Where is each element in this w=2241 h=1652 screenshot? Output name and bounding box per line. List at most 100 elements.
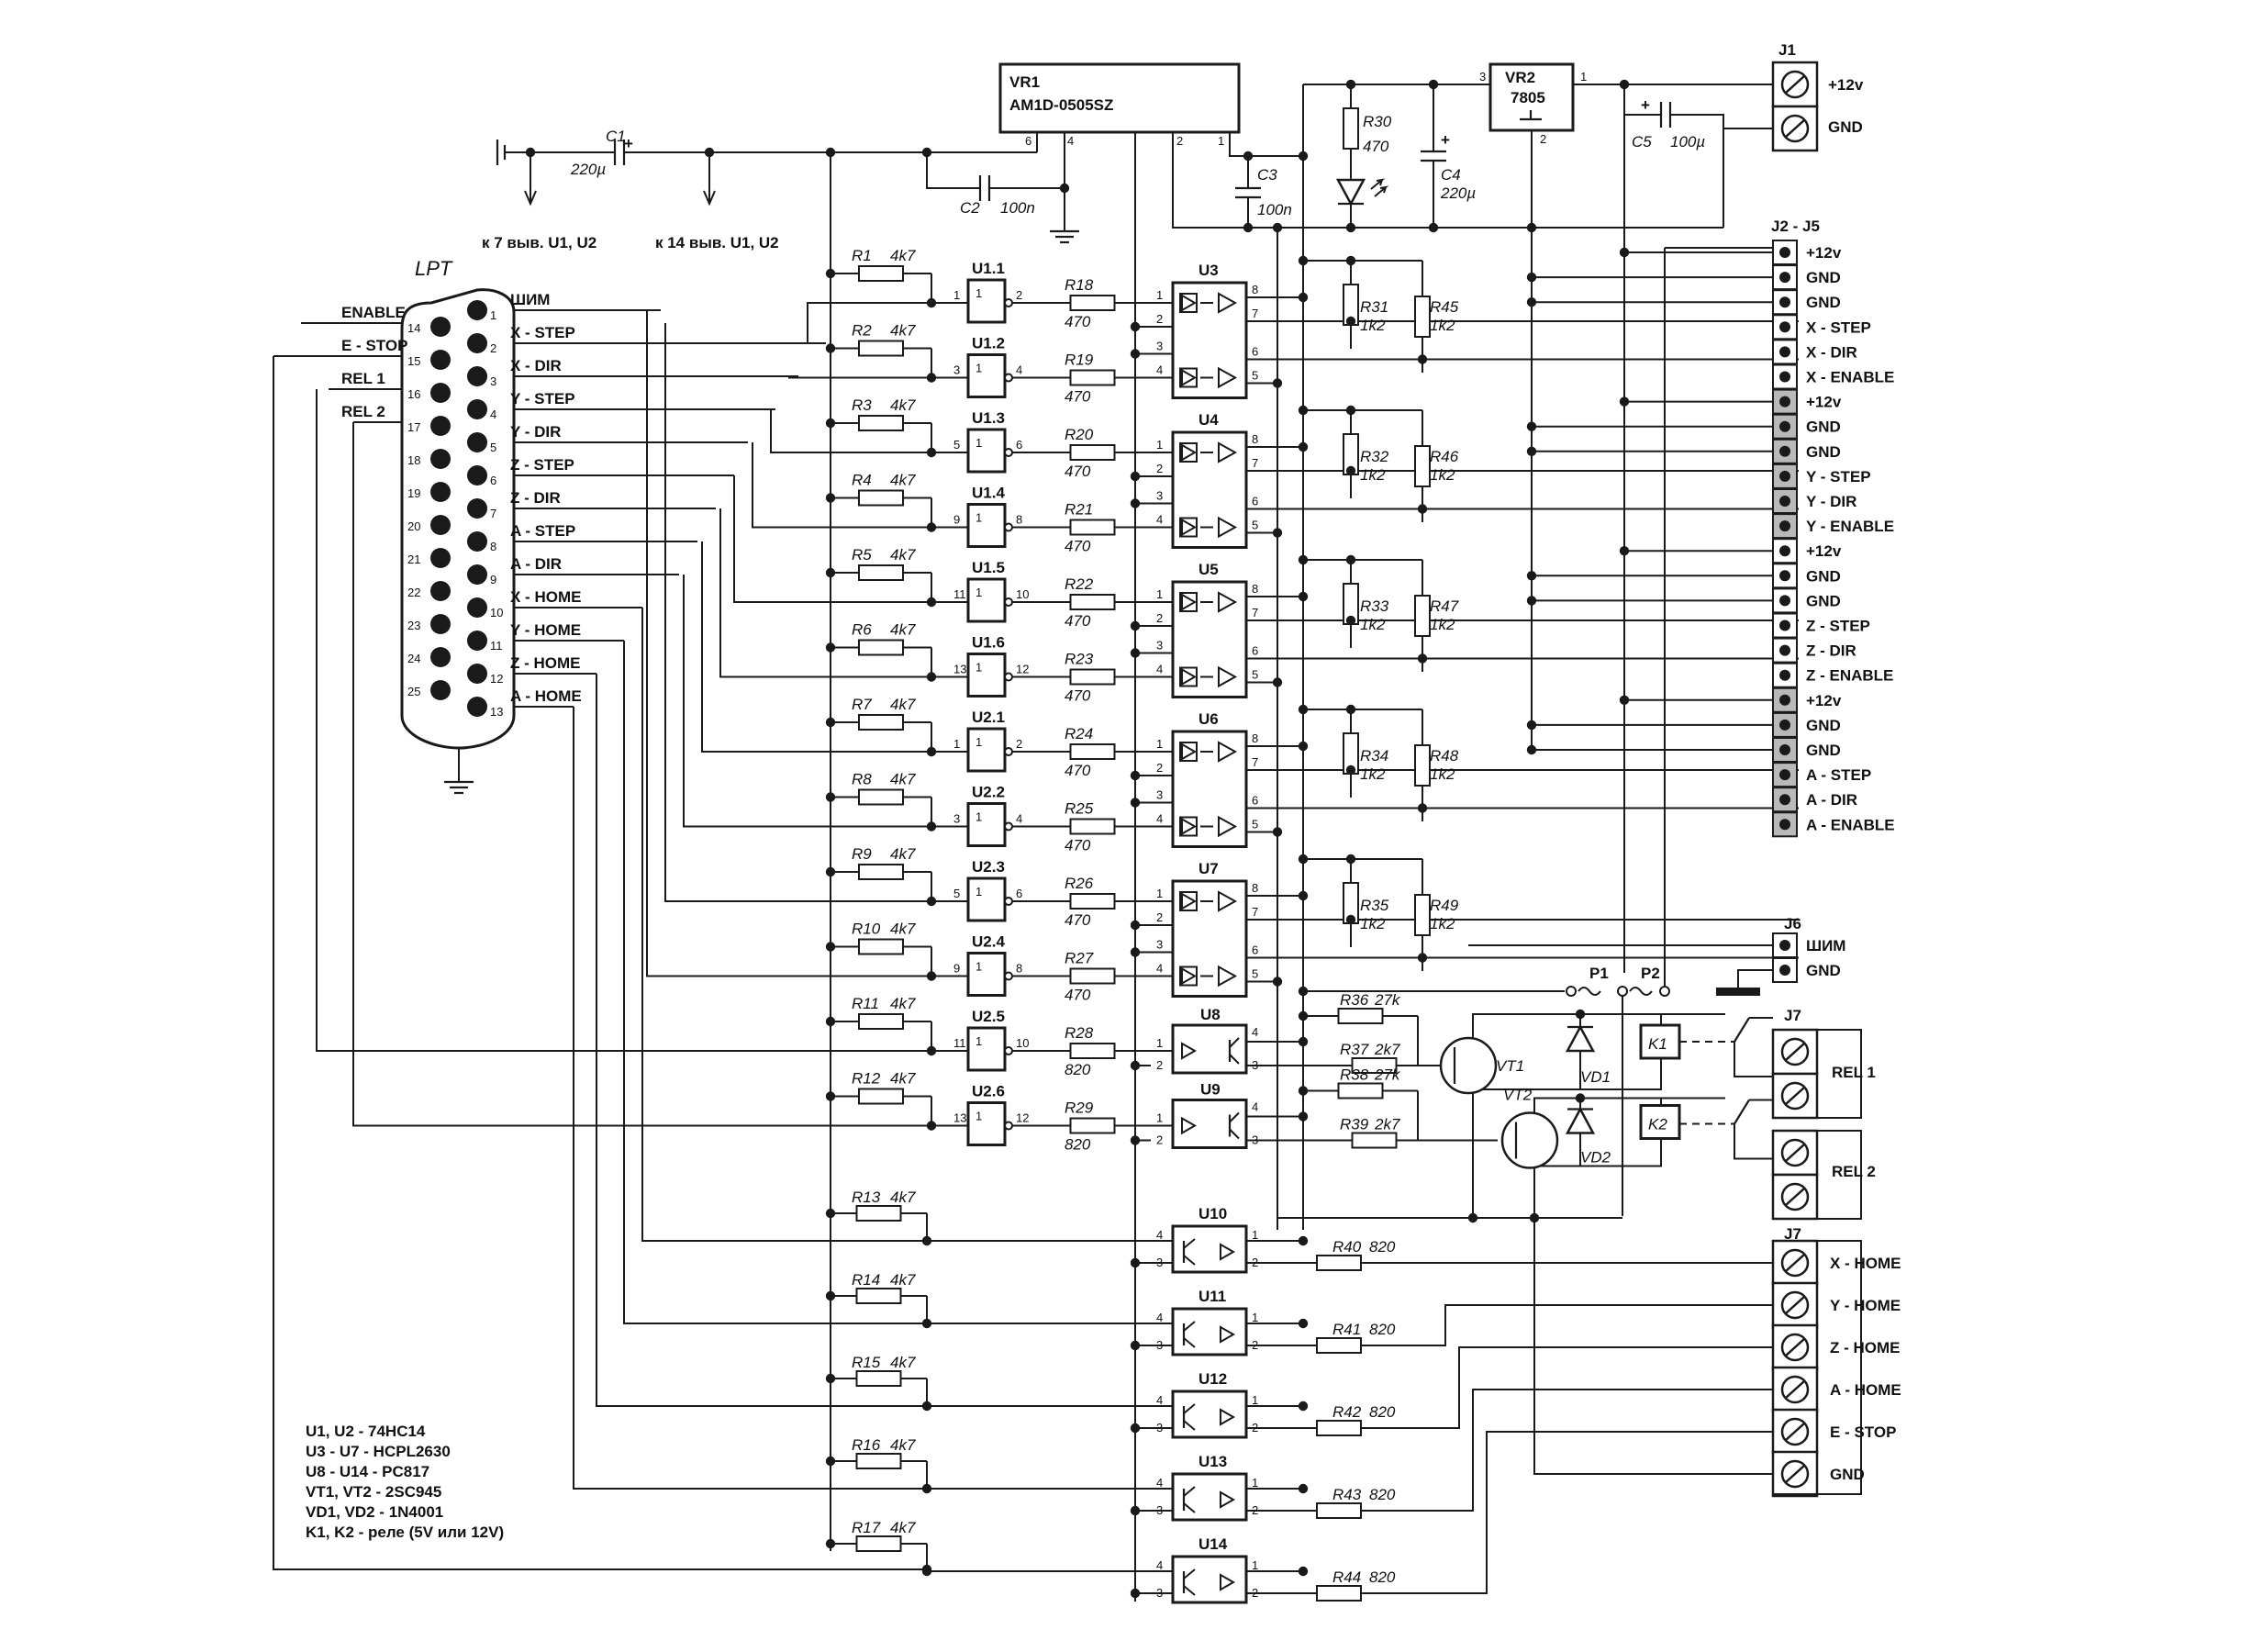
opto-ref: U3 bbox=[1199, 262, 1219, 279]
home-output-wire bbox=[1432, 1431, 1773, 1594]
resistor-series bbox=[1069, 594, 1116, 610]
resistor-r36 bbox=[1337, 1008, 1384, 1024]
opto-led-icon bbox=[1220, 1243, 1236, 1261]
j7-input-label: Y - HOME bbox=[1830, 1297, 1901, 1314]
j6-label: GND bbox=[1806, 962, 1841, 979]
junction-dot bbox=[1130, 321, 1141, 332]
junction-dot bbox=[1272, 977, 1283, 987]
gate-symbol: 1 bbox=[976, 1110, 982, 1123]
header-pin-hole bbox=[1779, 794, 1790, 806]
inverter-bubble bbox=[1004, 1121, 1013, 1131]
resistor-ref: R41 bbox=[1332, 1321, 1361, 1338]
resistor-input bbox=[858, 489, 904, 507]
resistor-value: 470 bbox=[1065, 911, 1091, 929]
home-output-wire bbox=[1432, 1389, 1773, 1512]
gnd-to-j7 bbox=[1533, 1218, 1773, 1475]
opto-pin: 3 bbox=[1156, 1338, 1163, 1352]
optocoupler-pc817 bbox=[1171, 1390, 1248, 1439]
junction-dot bbox=[1417, 953, 1428, 963]
lpt-pin-top bbox=[467, 333, 487, 353]
resistor-value: 820 bbox=[1369, 1403, 1396, 1421]
lpt-pin-bottom bbox=[430, 680, 451, 700]
opto-pin: 1 bbox=[1156, 737, 1163, 751]
r30-ref: R30 bbox=[1363, 113, 1392, 130]
junction-dot bbox=[825, 1538, 836, 1549]
opto-pin: 1 bbox=[1156, 887, 1163, 900]
gate-pin: 9 bbox=[953, 962, 960, 976]
gate-pin: 8 bbox=[1016, 962, 1022, 976]
resistor-ref: R3 bbox=[852, 396, 872, 414]
opto-ref: U9 bbox=[1200, 1081, 1221, 1099]
resistor-ref: R6 bbox=[852, 621, 872, 639]
gate-symbol: 1 bbox=[976, 810, 982, 824]
gate-ref: U1.6 bbox=[972, 634, 1005, 652]
opto-led-icon bbox=[1181, 667, 1198, 686]
j7-input-label: X - HOME bbox=[1830, 1255, 1901, 1272]
lpt-pin-top bbox=[467, 697, 487, 717]
header-pin-hole bbox=[1779, 346, 1790, 358]
opto-buffer-icon bbox=[1218, 292, 1238, 314]
j2-j5-pin bbox=[1772, 240, 1798, 265]
header-pin-hole bbox=[1779, 669, 1790, 681]
resistor-series bbox=[1069, 444, 1116, 461]
p1-label: P1 bbox=[1589, 965, 1609, 982]
gate-ref: U2.3 bbox=[972, 858, 1005, 876]
pullup-value: 1k2 bbox=[1430, 466, 1455, 484]
resistor-value: 820 bbox=[1369, 1568, 1396, 1586]
legend-line: K1, K2 - реле (5V или 12V) bbox=[306, 1524, 504, 1541]
junction-dot bbox=[1345, 465, 1356, 476]
gate-pin: 12 bbox=[1016, 1111, 1029, 1125]
opto-pin: 4 bbox=[1252, 1025, 1258, 1039]
vr2-pin: 2 bbox=[1540, 132, 1546, 146]
lpt-to-gate-wire bbox=[807, 302, 931, 343]
j7-relay-block bbox=[1772, 1029, 1862, 1119]
junction-dot bbox=[1526, 297, 1537, 307]
lpt-pin-bottom bbox=[430, 647, 451, 667]
junction-dot bbox=[1345, 405, 1356, 416]
wire bbox=[1454, 1076, 1474, 1218]
gate-symbol: 1 bbox=[976, 362, 982, 375]
junction-dot bbox=[1345, 554, 1356, 565]
r38-ref: R38 bbox=[1340, 1066, 1369, 1084]
gate-pin: 2 bbox=[1016, 288, 1022, 302]
j2-j5-label: X - STEP bbox=[1806, 318, 1871, 336]
lpt-title: LPT bbox=[415, 257, 453, 280]
resistor-r38 bbox=[1337, 1082, 1384, 1099]
j7-input-label: GND bbox=[1830, 1466, 1865, 1483]
lpt-pin-number: 16 bbox=[407, 387, 420, 401]
note-pin14: к 14 выв. U1, U2 bbox=[655, 234, 779, 251]
junction-dot bbox=[1272, 677, 1283, 687]
resistor-input bbox=[858, 415, 904, 431]
opto-pin: 8 bbox=[1252, 881, 1258, 895]
relay-k2 bbox=[1639, 1104, 1681, 1140]
j6-ref: J6 bbox=[1784, 915, 1801, 932]
transistor-vt1 bbox=[1439, 1036, 1498, 1095]
junction-dot bbox=[926, 1045, 937, 1056]
junction-dot bbox=[1243, 222, 1254, 233]
j2-j5-label: +12v bbox=[1806, 244, 1842, 262]
inverter-bubble bbox=[1004, 298, 1013, 307]
vt1-ref: VT1 bbox=[1496, 1057, 1524, 1075]
resistor-ref: R4 bbox=[852, 472, 872, 489]
opto-pin: 4 bbox=[1156, 1393, 1163, 1407]
j2-j5-label: A - STEP bbox=[1806, 766, 1871, 784]
vd2-ref: VD2 bbox=[1580, 1149, 1611, 1166]
opto-pin: 3 bbox=[1156, 340, 1163, 353]
junction-dot bbox=[704, 147, 715, 158]
junction-dot bbox=[1298, 292, 1309, 303]
gate-symbol: 1 bbox=[976, 436, 982, 450]
lpt-pin-bottom bbox=[430, 317, 451, 337]
junction-dot bbox=[1575, 1093, 1586, 1103]
junction-dot bbox=[1298, 1036, 1309, 1047]
resistor-pullup bbox=[1414, 894, 1431, 936]
junction-dot bbox=[1298, 405, 1309, 416]
header-pin-hole bbox=[1779, 420, 1790, 432]
junction-dot bbox=[921, 1235, 932, 1246]
wire bbox=[1172, 132, 1723, 229]
j2-j5-label: +12v bbox=[1806, 692, 1842, 709]
junction-dot bbox=[825, 1016, 836, 1027]
junction-dot bbox=[1417, 504, 1428, 514]
junction-dot bbox=[926, 672, 937, 682]
pullup-value: 1k2 bbox=[1430, 915, 1455, 932]
resistor-home-input bbox=[855, 1288, 902, 1304]
